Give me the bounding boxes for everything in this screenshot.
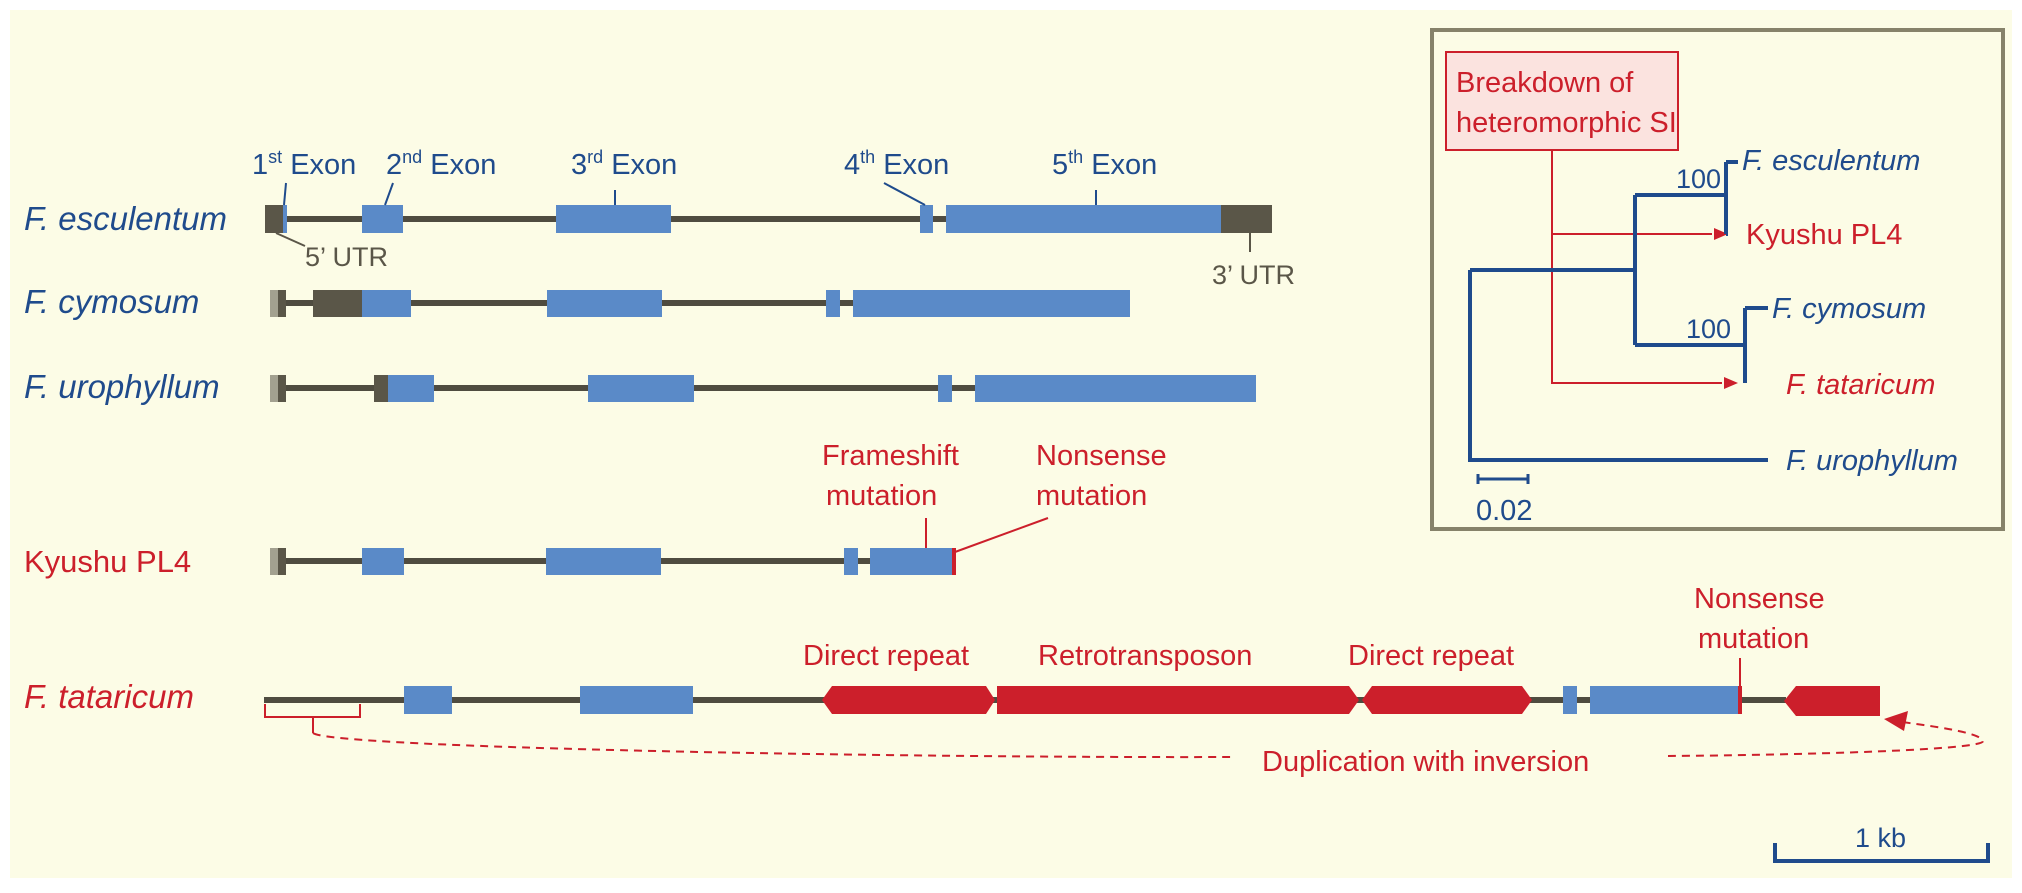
utr-5-label: 5’ UTR	[305, 242, 388, 272]
utr-5-leader	[275, 232, 306, 247]
arrowhead-kyushu	[1714, 228, 1728, 240]
arrowhead-tataricum	[1724, 377, 1738, 389]
bootstrap-2: 100	[1686, 314, 1731, 344]
direct-repeat-label-2: Direct repeat	[1348, 640, 1514, 672]
truncated-start-cap	[278, 548, 286, 575]
exon-5	[975, 375, 1256, 402]
truncated-start-cap	[278, 290, 286, 317]
phylogeny-inset: Breakdown of heteromorphic SI 100 100 F.…	[1430, 28, 2005, 531]
tree-branches	[1468, 160, 1768, 462]
leaf-urophyllum: F. urophyllum	[1786, 445, 1958, 477]
exon-label-2: 2nd Exon	[386, 147, 496, 181]
exon-4	[1563, 686, 1577, 714]
exon-3	[546, 548, 661, 575]
branch-cym-tat	[1743, 306, 1768, 383]
utr-5-box	[313, 290, 363, 317]
breakdown-box	[1445, 51, 1679, 151]
exon-2	[404, 686, 452, 714]
scale-bar: 1 kb	[1773, 823, 1990, 863]
nonsense-leader	[954, 517, 1049, 553]
inverted-duplicate	[1784, 686, 1880, 716]
retrotransposon	[997, 686, 1359, 714]
scale-bar-line	[1773, 843, 1990, 863]
track-cymosum: F. cymosum	[24, 283, 1130, 320]
track-esculentum: F. esculentum 1st Exon 2nd Exon 3rd Exon…	[24, 147, 1295, 290]
leaf-esculentum: F. esculentum	[1742, 145, 1920, 177]
breakdown-label-1: Breakdown of	[1456, 67, 1634, 99]
exon-5	[870, 548, 952, 575]
exon-3	[547, 290, 662, 317]
direct-repeat-label-1: Direct repeat	[803, 640, 969, 672]
frameshift-label-2: mutation	[826, 480, 937, 512]
exon-5	[853, 290, 1130, 317]
frameshift-label-1: Frameshift	[822, 440, 959, 472]
nonsense-label-1: Nonsense	[1036, 440, 1167, 472]
exon-4	[844, 548, 858, 575]
branch-subclades	[1635, 193, 1745, 347]
nonsense-mark	[952, 548, 956, 575]
branch-esc-kyu	[1724, 160, 1738, 236]
species-label-tataricum: F. tataricum	[24, 678, 194, 715]
exon-3	[556, 205, 671, 233]
species-label-kyushu: Kyushu PL4	[24, 544, 191, 579]
nonsense-label-2: mutation	[1036, 480, 1147, 512]
species-label-esculentum: F. esculentum	[24, 200, 227, 237]
exon-4	[826, 290, 840, 317]
direct-repeat-1	[822, 686, 995, 714]
scale-bar-label: 1 kb	[1855, 823, 1906, 853]
exon-1	[283, 205, 287, 233]
exon-label-4: 4th Exon	[844, 147, 949, 181]
duplication-dashed-left	[312, 732, 1233, 759]
exon-2	[362, 290, 411, 317]
leaf-cymosum: F. cymosum	[1772, 293, 1926, 325]
exon-label-5: 5th Exon	[1052, 147, 1157, 181]
nonsense-label-b2: mutation	[1698, 623, 1809, 655]
utr-5-box	[265, 205, 284, 233]
exon-4-leader	[883, 182, 926, 206]
exon-3	[580, 686, 693, 714]
exon-2-leader	[384, 182, 394, 206]
inset-frame	[1430, 28, 2005, 531]
exon-2	[362, 205, 403, 233]
track-kyushu: Kyushu PL4 Frameshift mutation Nonsense …	[24, 440, 1167, 579]
exon-2	[362, 548, 404, 575]
nonsense-mark	[1738, 686, 1742, 714]
exon-5	[1590, 686, 1740, 714]
exon-1-leader	[283, 182, 287, 206]
figure-background	[10, 10, 2012, 878]
tree-scale-label: 0.02	[1476, 495, 1532, 527]
breakdown-label-2: heteromorphic SI	[1456, 107, 1677, 139]
truncated-start-cap	[278, 375, 286, 402]
exon-label-1: 1st Exon	[252, 147, 356, 181]
species-label-urophyllum: F. urophyllum	[24, 368, 220, 405]
duplication-label: Duplication with inversion	[1262, 746, 1589, 778]
utr-3-box	[1221, 205, 1272, 233]
exon-4	[920, 205, 933, 233]
track-tataricum: F. tataricum Direct repeat Retrotranspos…	[24, 583, 1985, 778]
leaf-tataricum: F. tataricum	[1786, 369, 1935, 401]
exon-3	[588, 375, 694, 402]
duplication-dashed-right	[1667, 721, 1985, 757]
tree-scale-bar	[1476, 474, 1530, 484]
utr-5-box	[374, 375, 388, 402]
track-urophyllum: F. urophyllum	[24, 368, 1256, 405]
direct-repeat-2	[1362, 686, 1532, 714]
species-label-cymosum: F. cymosum	[24, 283, 199, 320]
branch-root	[1468, 270, 1768, 462]
nonsense-label-b1: Nonsense	[1694, 583, 1825, 615]
leaf-kyushu: Kyushu PL4	[1746, 219, 1902, 251]
exon-label-3: 3rd Exon	[571, 147, 677, 181]
exon-4	[938, 375, 952, 402]
bootstrap-1: 100	[1676, 164, 1721, 194]
exon-2	[388, 375, 434, 402]
exon-5	[946, 205, 1222, 233]
duplication-arrowhead	[1884, 711, 1908, 731]
utr-3-label: 3’ UTR	[1212, 260, 1295, 290]
retrotransposon-label: Retrotransposon	[1038, 640, 1252, 672]
